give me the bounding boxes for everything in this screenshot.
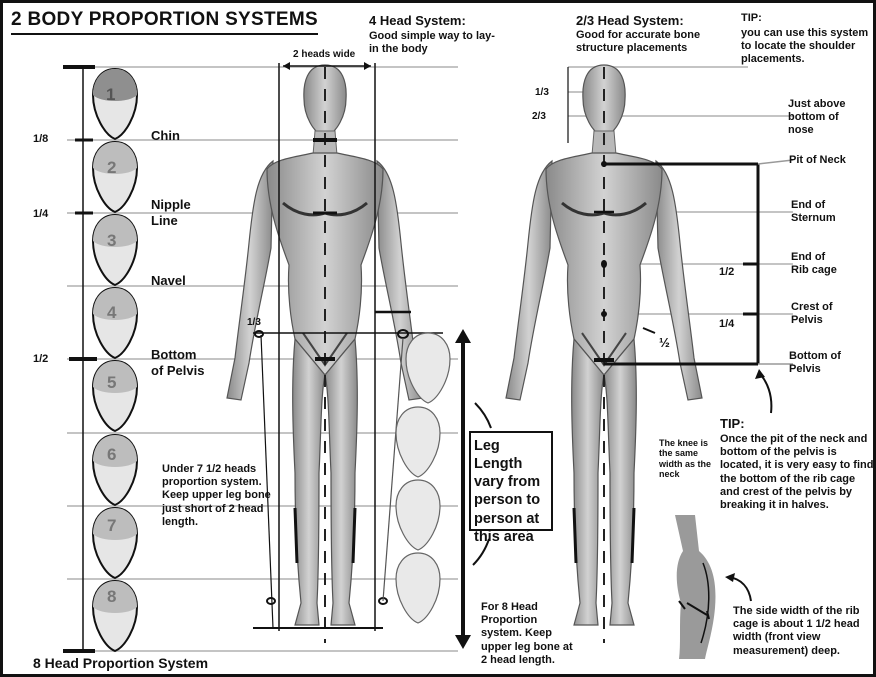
head-number-3: 3 [107, 231, 117, 250]
fraction-quarter: 1/4 [33, 208, 49, 220]
head-stack [92, 68, 138, 652]
fraction-half: 1/2 [33, 353, 49, 365]
two-thirds-desc: Good for accurate bone structure placeme… [576, 29, 701, 55]
third-label-2: 2/3 [532, 111, 546, 122]
knee-note: The knee is the same width as the neck [659, 438, 712, 480]
diagram-art [63, 62, 794, 659]
label-bottom-pelvis-right-1: Bottom of [789, 350, 841, 362]
head-number-1: 1 [106, 85, 116, 104]
two-thirds-title: 2/3 Head System: [576, 13, 684, 28]
label-nipple: Nipple [151, 197, 191, 212]
two-thirds-guides [567, 67, 794, 643]
label-crest-2: Pelvis [791, 314, 823, 326]
footer-title: 8 Head Proportion System [33, 655, 209, 671]
label-nose-3: nose [788, 124, 814, 136]
label-bottom-pelvis-2: of Pelvis [151, 363, 205, 378]
label-nose-1: Just above [788, 98, 846, 110]
two-heads-wide-label: 2 heads wide [293, 49, 356, 60]
label-sternum-1: End of [791, 199, 826, 211]
head-ruler [63, 65, 97, 653]
tip-top-text: you can use this system to locate the sh… [741, 27, 869, 66]
fraction-half-small: ½ [659, 335, 670, 350]
half-mark [642, 327, 656, 334]
side-width-note: The side width of the rib cage is about … [733, 605, 860, 657]
head-number-8: 8 [107, 587, 117, 606]
four-head-title: 4 Head System: [369, 13, 466, 28]
label-bottom-pelvis-right-2: Pelvis [789, 363, 821, 375]
fraction-eighth: 1/8 [33, 133, 49, 145]
leg-length-text: Leg Length vary from person to person at… [474, 438, 541, 545]
leg-length-box: Leg Length vary from person to person at… [469, 431, 553, 545]
tip-top-title: TIP: [741, 12, 762, 24]
page-title: 2 BODY PROPORTION SYSTEMS [11, 9, 318, 35]
four-head-guides [253, 62, 443, 643]
label-half-right: 1/2 [719, 266, 735, 278]
label-quarter-right: 1/4 [719, 318, 735, 330]
tip-bottom-title: TIP: [720, 416, 745, 431]
head-number-7: 7 [107, 516, 117, 535]
label-crest-1: Crest of [791, 301, 833, 313]
label-navel: Navel [151, 273, 186, 288]
side-view-figure [675, 515, 752, 659]
label-nipple-line: Line [151, 213, 178, 228]
head-number-6: 6 [107, 445, 117, 464]
head-number-5: 5 [107, 373, 117, 392]
label-chin: Chin [151, 128, 180, 143]
fraction-third: 1/3 [247, 317, 261, 328]
label-sternum-2: Sternum [791, 212, 836, 224]
under-seven-note: Under 7 1/2 heads proportion system. Kee… [162, 463, 271, 528]
label-pit-of-neck: Pit of Neck [789, 154, 846, 166]
label-rib-2: Rib cage [791, 264, 837, 276]
label-bottom-pelvis-1: Bottom [151, 347, 197, 362]
tip-bottom-text: Once the pit of the neck and bottom of t… [720, 433, 874, 511]
eight-head-note: For 8 Head Proportion system. Keep upper… [481, 601, 573, 666]
head-number-4: 4 [107, 303, 117, 322]
head-number-2: 2 [107, 158, 117, 177]
label-rib-1: End of [791, 251, 826, 263]
label-nose-2: bottom of [788, 111, 839, 123]
four-head-desc: Good simple way to lay-in the body [369, 30, 495, 56]
third-label-1: 1/3 [535, 87, 549, 98]
